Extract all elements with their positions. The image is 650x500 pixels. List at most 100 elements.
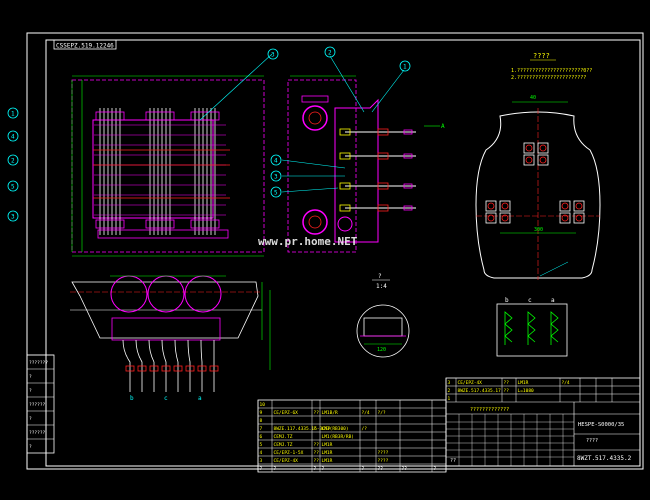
title-label-left: ?? — [450, 458, 456, 464]
bom-cell: LM1(RB3R/RB) — [322, 434, 355, 440]
title-bom-cell: ?? — [504, 388, 510, 394]
callout-circle — [7, 107, 19, 119]
bom-cell: CEMJ.TZ — [274, 434, 293, 440]
bom-cell: 4 — [260, 450, 263, 456]
bom-header: ?? — [378, 466, 384, 472]
callout-circle — [267, 48, 279, 60]
bom-header: ? — [362, 466, 365, 472]
callout-circle — [270, 154, 282, 166]
callout-circle — [399, 60, 411, 72]
title-bom-cell: 2 — [448, 388, 451, 394]
title-model: HESPE-S0000/35 — [578, 422, 624, 428]
title-bom-cell: L=1080 — [518, 388, 535, 394]
phase-label: a — [551, 297, 555, 304]
bom-cell: 6 — [260, 434, 263, 440]
tank-outline: 40 300 — [475, 95, 601, 280]
callout-number: 3 — [274, 174, 278, 181]
left-side-table: ??????????????????????? — [26, 354, 55, 454]
section-scale: 1:4 — [376, 283, 387, 290]
bom-header: ? — [314, 466, 317, 472]
bom-cell: ?? — [314, 442, 320, 448]
bom-cell: 7 — [260, 426, 263, 432]
bom-header: ? — [260, 466, 263, 472]
bom-cell: ?? — [314, 458, 320, 464]
inner-frame — [45, 39, 641, 467]
callout-number: 4 — [274, 158, 278, 165]
tank-dim-mid: 300 — [534, 227, 543, 233]
left-table-cell: ?????? — [29, 430, 46, 436]
watermark: www.pr.home.NET — [258, 235, 358, 248]
top-callouts: 3 2 1 — [267, 46, 411, 72]
bom-cell: LM1R — [322, 450, 333, 456]
mid-callouts: 4 3 5 — [270, 154, 282, 198]
callout-number: 1 — [403, 64, 407, 71]
bom-cell: LM1R — [322, 458, 333, 464]
left-table-cell: ? — [29, 416, 32, 422]
callout-number: 5 — [11, 184, 15, 191]
phase-label: b — [130, 395, 134, 402]
left-table-cell: ? — [29, 374, 32, 380]
title-misc: ???? — [586, 438, 598, 444]
bom-header: ?? — [402, 466, 408, 472]
left-table-cell: ? — [29, 388, 32, 394]
title-bom-cell: LM1R — [518, 380, 529, 386]
callout-circle — [270, 186, 282, 198]
callout-number: 5 — [274, 190, 278, 197]
callout-number: 2 — [328, 50, 332, 57]
title-bom-cell: CE/EPZ-4X — [458, 380, 483, 386]
bom-cell: ? — [314, 426, 317, 432]
callout-circle — [7, 180, 19, 192]
section-detail: ? 1:4 120 — [356, 273, 410, 358]
note-1: 1.??????????????????????0?? — [511, 68, 592, 74]
bom-cell: LM1B/R — [322, 410, 339, 416]
callout-circle — [7, 130, 19, 142]
bom-cell: /? — [362, 426, 368, 432]
bom-cell: 8 — [260, 418, 263, 424]
phase-label: c — [528, 297, 532, 304]
left-callouts: 1 4 2 5 3 — [7, 107, 19, 222]
bom-header: ? — [434, 466, 437, 472]
title-bom-cell: ?/4 — [562, 380, 570, 386]
bom-cell: ???? — [378, 450, 389, 456]
note-2: 2.??????????????????????? — [511, 75, 586, 81]
bom-cell: ?/4 — [362, 410, 370, 416]
callout-circle — [7, 154, 19, 166]
bom-header: ? — [274, 466, 277, 472]
bom-header: ? — [322, 466, 325, 472]
bom-cell: ???? — [378, 458, 389, 464]
outer-frame — [26, 32, 644, 470]
bom-cell: 5 — [260, 442, 263, 448]
bom-cell: LM1(RB300) — [322, 426, 349, 432]
title-drawing-no: 8WZT.517.4335.2 — [577, 455, 632, 462]
callout-circle — [270, 170, 282, 182]
callout-number: 3 — [271, 52, 275, 59]
phase-label: c — [164, 395, 168, 402]
phase-label: a — [198, 395, 202, 402]
callout-number: 3 — [11, 214, 15, 221]
callout-circle — [7, 210, 19, 222]
section-label: ? — [378, 273, 382, 280]
section-width: 120 — [377, 347, 386, 353]
bom-cell: ?? — [314, 410, 320, 416]
bom-cell: 8WZE.117.4335.16-3CSP — [274, 426, 331, 432]
side-view: A — [281, 55, 445, 253]
tank-dim-top: 40 — [530, 95, 536, 101]
title-bom-cell: 3 — [448, 380, 451, 386]
callout-number: 4 — [11, 134, 15, 141]
bom-cell: CE/EPZ-1-5X — [274, 450, 304, 456]
title-bom-cell: ?? — [504, 380, 510, 386]
bom-cell: 9 — [260, 410, 263, 416]
bom-cell: CE/EPZ-4X — [274, 458, 299, 464]
callout-circle — [324, 46, 336, 58]
callout-number: 1 — [11, 111, 15, 118]
bom-cell: CE/EPZ-6X — [274, 410, 299, 416]
callout-number: 2 — [11, 158, 15, 165]
bom-cell: CEMJ.TZ — [274, 442, 293, 448]
notes-title: ???? — [533, 52, 550, 60]
phase-label: b — [505, 297, 509, 304]
